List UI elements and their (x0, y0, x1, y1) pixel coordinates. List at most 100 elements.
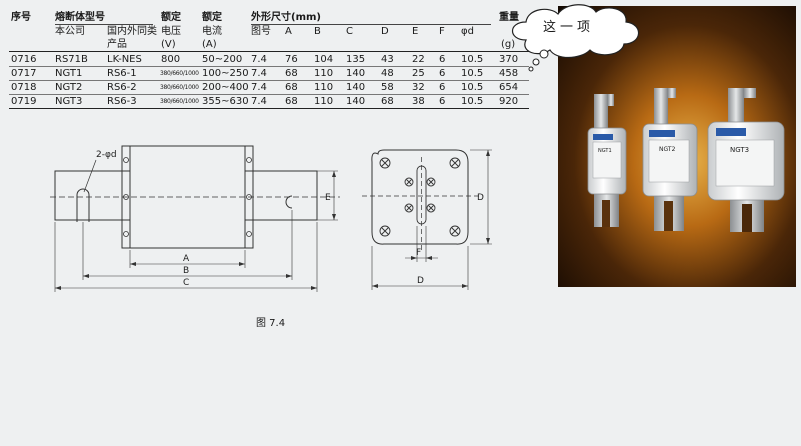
cell-current: 50~200 (202, 54, 243, 65)
header-phid: φd (461, 26, 474, 37)
cell-phid: 10.5 (461, 96, 484, 107)
crossed-circle-icon (404, 203, 414, 213)
cell-C: 140 (346, 68, 366, 79)
fuse-ngt2-shape (642, 88, 698, 231)
cell-company: NGT1 (55, 68, 83, 79)
cell-E: 22 (412, 54, 425, 65)
header-company: 本公司 (55, 26, 85, 37)
crossed-circle-icon (426, 203, 436, 213)
cell-B: 104 (314, 54, 334, 65)
cell-F: 6 (439, 54, 446, 65)
fuse1-label: NGT1 (598, 148, 612, 154)
cell-fig: 7.4 (251, 68, 267, 79)
header-B: B (314, 26, 321, 37)
cell-C: 140 (346, 96, 366, 107)
cell-phid: 10.5 (461, 68, 484, 79)
fuse-ngt1-shape (587, 94, 627, 227)
cell-voltage: 380/660/1000 (160, 98, 199, 105)
crossed-circle-icon (404, 177, 414, 187)
cell-A: 68 (285, 68, 298, 79)
header-voltage-l2: 电压 (161, 26, 181, 37)
dim-B-label: B (183, 266, 189, 276)
callout-cloud-bubble (511, 4, 640, 72)
dim-C-label: C (183, 278, 189, 288)
rule-table-bottom (9, 108, 529, 109)
cell-voltage: 380/660/1000 (160, 84, 199, 91)
fuse2-label: NGT2 (659, 146, 676, 153)
dim-F-label: F (416, 248, 421, 258)
header-voltage: 额定 (161, 12, 181, 23)
cell-E: 25 (412, 68, 425, 79)
cell-domestic: RS6-2 (107, 82, 137, 93)
cell-weight: 458 (499, 68, 519, 79)
dim-E-label: E (325, 193, 331, 203)
cell-B: 110 (314, 82, 334, 93)
row-divider (9, 80, 529, 81)
cell-seq: 0719 (11, 96, 37, 107)
header-model: 熔断体型号 (55, 12, 105, 23)
crossed-circle-icon (379, 157, 391, 169)
cell-fig: 7.4 (251, 96, 267, 107)
left-slot (76, 188, 90, 222)
cell-domestic: LK-NES (107, 54, 142, 65)
cell-company: RS71B (55, 54, 88, 65)
cell-F: 6 (439, 68, 446, 79)
cell-seq: 0716 (11, 54, 37, 65)
crossed-circle-icon (379, 225, 391, 237)
cell-A: 68 (285, 96, 298, 107)
header-voltage-unit: (V) (161, 39, 176, 50)
rule-model (55, 24, 153, 25)
cell-E: 32 (412, 82, 425, 93)
cell-fig: 7.4 (251, 54, 267, 65)
header-domestic: 国内外同类 (107, 26, 157, 37)
header-current: 额定 (202, 12, 222, 23)
cell-B: 110 (314, 96, 334, 107)
cell-C: 140 (346, 82, 366, 93)
cell-E: 38 (412, 96, 425, 107)
cell-voltage: 380/660/1000 (160, 70, 199, 77)
header-F: F (439, 26, 445, 37)
fuse3-label: NGT3 (730, 146, 749, 154)
cell-seq: 0717 (11, 68, 37, 79)
row-divider (9, 66, 529, 67)
header-dims: 外形尺寸(mm) (251, 12, 321, 23)
header-current-l2: 电流 (202, 26, 222, 37)
rule-dims (251, 24, 491, 25)
fuse-ngt3-shape (707, 88, 785, 232)
crossed-circle-icon (449, 157, 461, 169)
left-contact (54, 170, 131, 221)
callout-text: 这一项 (543, 20, 595, 35)
cell-domestic: RS6-1 (107, 68, 137, 79)
right-contact (244, 170, 318, 221)
right-slot (285, 195, 293, 209)
cell-domestic: RS6-3 (107, 96, 137, 107)
cell-F: 6 (439, 82, 446, 93)
cell-D: 68 (381, 96, 394, 107)
cell-D: 43 (381, 54, 394, 65)
cell-company: NGT2 (55, 82, 83, 93)
cell-A: 68 (285, 82, 298, 93)
header-fig: 图号 (251, 26, 271, 37)
cell-weight: 920 (499, 96, 519, 107)
header-D: D (381, 26, 389, 37)
dim-A-label: A (183, 254, 190, 264)
figure-caption: 图 7.4 (256, 318, 286, 329)
cell-current: 355~630 (202, 96, 249, 107)
header-weight-unit: (g) (501, 39, 516, 50)
cell-B: 110 (314, 68, 334, 79)
hole-label: 2-φd (96, 150, 117, 160)
crossed-circle-icon (449, 225, 461, 237)
cell-D: 58 (381, 82, 394, 93)
header-seq: 序号 (11, 12, 31, 23)
crossed-circle-icon (426, 177, 436, 187)
rule-header-bottom (9, 51, 529, 52)
header-C: C (346, 26, 353, 37)
cell-current: 100~250 (202, 68, 249, 79)
cell-fig: 7.4 (251, 82, 267, 93)
cell-weight: 654 (499, 82, 519, 93)
cell-company: NGT3 (55, 96, 83, 107)
cell-phid: 10.5 (461, 82, 484, 93)
header-weight: 重量 (499, 12, 519, 23)
cell-weight: 370 (499, 54, 519, 65)
